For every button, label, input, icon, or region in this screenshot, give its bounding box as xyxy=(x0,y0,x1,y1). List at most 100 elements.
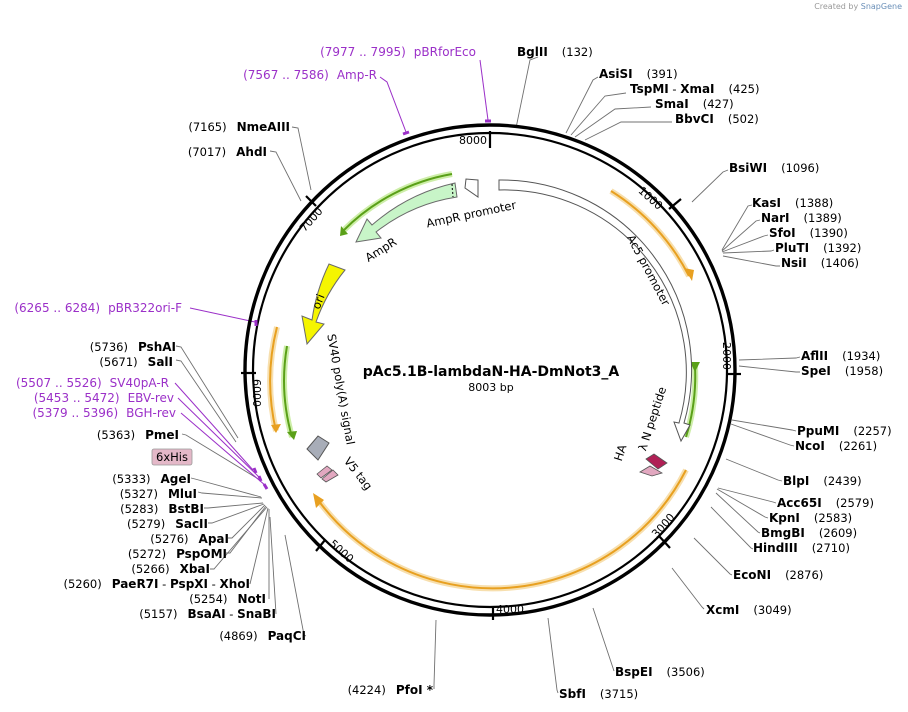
orf-arc-3-head xyxy=(271,424,281,433)
lambda-n-label: λ N peptide xyxy=(635,385,669,453)
green-arc-2-head xyxy=(690,362,700,372)
enzyme-label: XcmI(3049) xyxy=(706,603,792,617)
enzyme-label: TspMI - XmaI(425) xyxy=(630,82,759,96)
tick-label: 4000 xyxy=(496,603,524,616)
enzyme-label: BspEI(3506) xyxy=(615,665,705,679)
tick-label: 6000 xyxy=(250,379,263,407)
sv40-polya-box xyxy=(306,435,330,461)
enzyme-labels-left: (7165)NmeAIII (7017)AhdI (5736)PshAI (56… xyxy=(63,120,433,697)
enzyme-label: PpuMI(2257) xyxy=(797,424,892,438)
v5-tag-label: V5 tag xyxy=(341,454,375,492)
primer-label-ebv-rev: (5453 .. 5472)EBV-rev xyxy=(34,391,174,405)
orf-arc-3 xyxy=(269,326,278,432)
his-badge: 6xHis xyxy=(151,448,193,466)
ha-label: HA xyxy=(611,443,629,463)
green-arc-3-head xyxy=(287,431,297,440)
enzyme-label: BbvCI(502) xyxy=(675,112,759,126)
tick-mark-1000 xyxy=(668,198,682,210)
primer-labels: (7977 .. 7995)pBRforEco (7567 .. 7586)Am… xyxy=(14,45,476,420)
enzyme-label: NsiI(1406) xyxy=(781,256,859,270)
green-arc-1-head xyxy=(340,226,348,236)
enzyme-label: (5266)XbaI xyxy=(131,562,210,576)
his-badge-label: 6xHis xyxy=(156,450,188,464)
enzyme-label: NarI(1389) xyxy=(761,211,842,225)
enzyme-label: (5254)NotI xyxy=(189,592,266,606)
enzyme-label: (5260)PaeR7I - PspXI - XhoI xyxy=(63,577,250,591)
orf-arc-2 xyxy=(317,469,687,590)
enzyme-label: (7017)AhdI xyxy=(188,145,267,159)
enzyme-label: BglII(132) xyxy=(517,45,593,59)
tick-mark-7000 xyxy=(305,195,317,207)
ori-arrow xyxy=(301,263,346,346)
sv40-label: SV40 poly(A) signal xyxy=(324,333,357,446)
enzyme-label: (5283)BstBI xyxy=(120,502,204,516)
connector-lines xyxy=(175,56,801,694)
enzyme-label: EcoNI(2876) xyxy=(733,568,823,582)
his-tag-arrow xyxy=(321,469,339,483)
ori-label: ori xyxy=(309,292,328,311)
enzyme-label: (5327)MluI xyxy=(120,487,197,501)
primer-label-pbrforeco: (7977 .. 7995)pBRforEco xyxy=(320,45,476,59)
plasmid-name: pAc5.1B-lambdaN-HA-DmNot3_A xyxy=(363,364,620,380)
enzyme-label: PluTI(1392) xyxy=(775,241,861,255)
orf-arcs xyxy=(267,188,694,592)
orf-arc-2-head xyxy=(313,493,324,508)
v5-tag-arrow xyxy=(316,465,333,479)
enzyme-label: (4224)PfoI * xyxy=(348,683,434,697)
green-arc-3 xyxy=(283,345,293,438)
ac5-promoter-arrow xyxy=(498,179,693,443)
enzyme-label: BsiWI(1096) xyxy=(729,161,819,175)
ampr-promoter-arrow xyxy=(464,178,479,198)
orf-arc-1 xyxy=(610,190,690,277)
enzyme-label: (5157)BsaAI - SnaBI xyxy=(139,607,276,621)
ha-tag-arrow xyxy=(639,465,663,477)
enzyme-label: KpnI(2583) xyxy=(769,511,852,525)
tick-label: 8000 xyxy=(459,134,487,147)
green-arc-1 xyxy=(342,173,453,232)
enzyme-label: BmgBI(2609) xyxy=(761,526,857,540)
enzyme-label: NcoI(2261) xyxy=(795,439,877,453)
green-arcs xyxy=(281,171,700,440)
tick-marks xyxy=(241,131,741,620)
ampr-arrow xyxy=(355,182,458,243)
tick-label: 1000 xyxy=(636,184,666,212)
enzyme-label: (5363)PmeI xyxy=(97,428,179,442)
enzyme-label: Acc65I(2579) xyxy=(777,496,874,510)
enzyme-labels-right: BglII(132) AsiSI(391) TspMI - XmaI(425) … xyxy=(517,45,892,701)
enzyme-label: (5276)ApaI xyxy=(150,532,229,546)
tick-mark-3000 xyxy=(658,535,671,549)
tick-label: 7000 xyxy=(297,205,325,235)
snapgene-logo: SnapGene xyxy=(860,2,902,11)
enzyme-label: BlpI(2439) xyxy=(783,474,862,488)
primer-label-pbr322ori-f: (6265 .. 6284)pBR322ori-F xyxy=(14,301,182,315)
tick-label: 2000 xyxy=(720,342,733,370)
enzyme-label: SpeI(1958) xyxy=(801,364,883,378)
ampr-promoter-label: AmpR promoter xyxy=(425,198,518,231)
enzyme-label: (7165)NmeAIII xyxy=(188,120,290,134)
primer-label-bgh-rev: (5379 .. 5396)BGH-rev xyxy=(32,406,176,420)
enzyme-label: (5333)AgeI xyxy=(112,472,191,486)
plasmid-length: 8003 bp xyxy=(468,381,513,394)
enzyme-label: HindIII(2710) xyxy=(753,541,850,555)
primer-label-sv40pa-r: (5507 .. 5526)SV40pA-R xyxy=(16,376,169,390)
tick-mark-5000 xyxy=(315,539,326,552)
enzyme-label: AsiSI(391) xyxy=(599,67,678,81)
enzyme-label: SfoI(1390) xyxy=(769,226,848,240)
snapgene-credit: Created by SnapGene xyxy=(814,2,902,11)
lambda-n-peptide-arrow xyxy=(645,453,668,470)
enzyme-label: (5671)SalI xyxy=(99,355,173,369)
backbone-outer xyxy=(243,123,737,617)
enzyme-label: SbfI(3715) xyxy=(559,687,638,701)
orf-arc-1-head xyxy=(684,268,694,281)
enzyme-label: (4869)PaqCI xyxy=(219,629,306,643)
enzyme-label: KasI(1388) xyxy=(752,196,833,210)
enzyme-label: (5272)PspOMI xyxy=(128,547,227,561)
primer-marks xyxy=(252,119,491,490)
primer-label-amp-r: (7567 .. 7586)Amp-R xyxy=(243,68,377,82)
enzyme-label: SmaI(427) xyxy=(655,97,734,111)
enzyme-label: (5736)PshAI xyxy=(90,340,176,354)
enzyme-label: (5279)SacII xyxy=(127,517,208,531)
primer-connectors xyxy=(174,59,489,487)
enzyme-label: AflII(1934) xyxy=(801,349,880,363)
